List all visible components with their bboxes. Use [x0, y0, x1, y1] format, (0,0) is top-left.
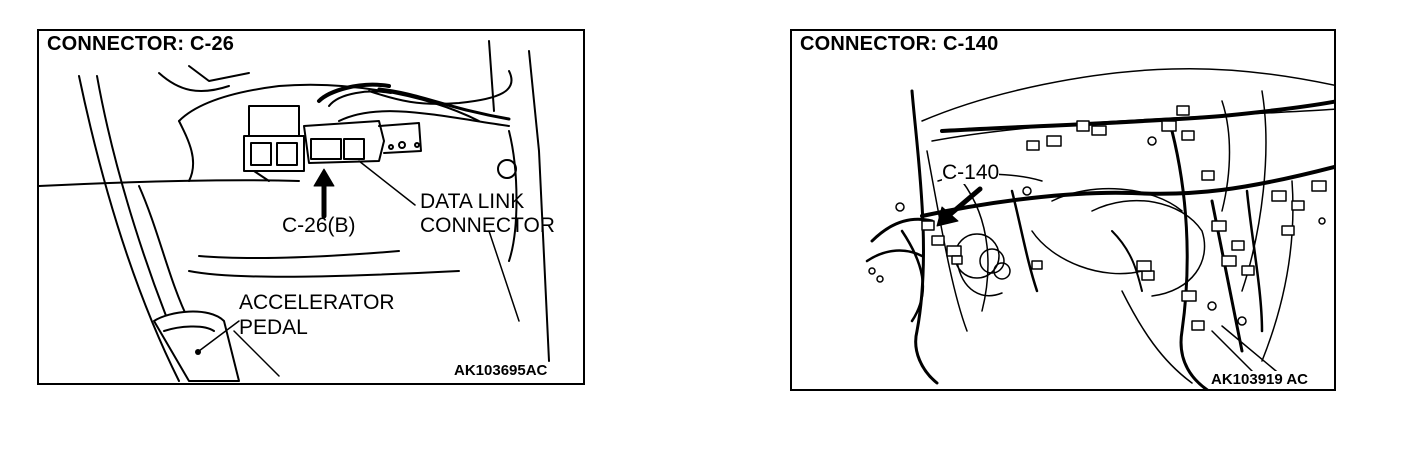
- diagram-panel-c26: CONNECTOR: C-26 C-26(B) DATA LINK CONNEC…: [37, 29, 585, 385]
- c140-title: CONNECTOR: C-140: [800, 33, 1003, 56]
- c26-figure-code: AK103695AC: [452, 362, 550, 379]
- diagram-panel-c140: CONNECTOR: C-140 C-140 AK103919 AC: [790, 29, 1336, 391]
- pedal-label-line1: ACCELERATOR: [239, 291, 395, 314]
- data-link-label-line1: DATA LINK: [420, 190, 525, 213]
- c26b-label: C-26(B): [282, 214, 356, 237]
- pedal-label-line2: PEDAL: [239, 316, 308, 339]
- c26-illustration: [39, 40, 550, 382]
- c140-illustration: [865, 67, 1334, 389]
- data-link-label-line2: CONNECTOR: [420, 214, 555, 237]
- c140-figure-code: AK103919 AC: [1209, 371, 1310, 388]
- c26-title: CONNECTOR: C-26: [47, 33, 239, 56]
- c140-label: C-140: [942, 161, 1000, 184]
